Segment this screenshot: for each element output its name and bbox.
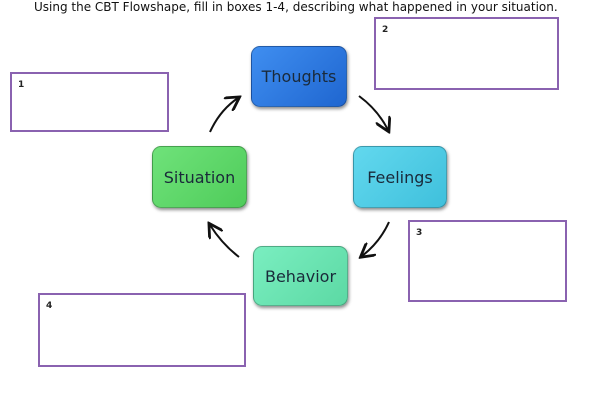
arrow-thoughts-to-feelings (358, 95, 388, 130)
answer-box-3[interactable]: 3 (408, 220, 567, 302)
arrow-feelings-to-behavior (362, 221, 390, 256)
arrow-behavior-to-situation (210, 225, 240, 258)
box-number: 3 (416, 228, 423, 238)
thoughts-node: Thoughts (251, 46, 347, 107)
answer-box-4[interactable]: 4 (38, 293, 246, 367)
answer-box-1[interactable]: 1 (10, 72, 169, 132)
answer-box-2[interactable]: 2 (374, 17, 559, 90)
instruction-text: Using the CBT Flowshape, fill in boxes 1… (34, 0, 558, 14)
box-number: 1 (18, 80, 25, 90)
box-number: 2 (382, 25, 389, 35)
behavior-node: Behavior (253, 246, 348, 306)
box-number: 4 (46, 301, 53, 311)
situation-node: Situation (152, 146, 247, 208)
feelings-node: Feelings (353, 146, 447, 208)
arrow-situation-to-thoughts (209, 98, 238, 133)
